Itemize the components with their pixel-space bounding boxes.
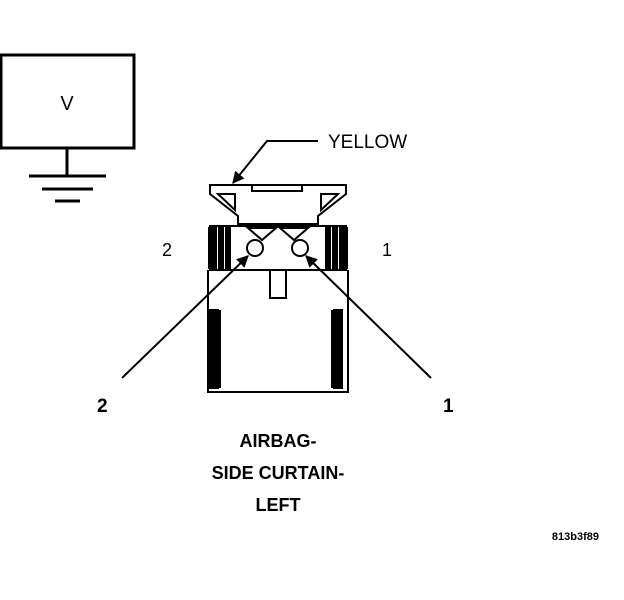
callout-number-2: 2	[97, 396, 108, 417]
voltmeter-label: V	[60, 93, 74, 115]
voltmeter: V	[0, 53, 136, 176]
figure-id: 813b3f89	[552, 531, 599, 543]
caption-line-2: SIDE CURTAIN-	[212, 463, 345, 483]
callout-line-left	[121, 255, 249, 379]
caption-line-3: LEFT	[256, 495, 301, 515]
ground-icon	[29, 174, 106, 203]
callout-number-1: 1	[443, 396, 454, 417]
cavity-label-2: 2	[162, 240, 172, 260]
connector-key	[269, 270, 287, 299]
connector-latch	[209, 184, 347, 225]
color-callout: YELLOW	[232, 132, 407, 184]
connector-ribs-right	[325, 227, 348, 269]
pin-cavity-1	[291, 239, 309, 257]
connector-body	[207, 184, 349, 393]
caption-line-1: AIRBAG-	[240, 431, 317, 451]
callout-line-right	[305, 255, 432, 379]
connector-color-label: YELLOW	[328, 132, 407, 153]
connector-ribs-left	[208, 227, 231, 269]
connector-skirt	[207, 270, 349, 393]
pin-cavity-2	[246, 239, 264, 257]
color-leader-line	[232, 140, 318, 184]
cavity-label-1: 1	[382, 240, 392, 260]
